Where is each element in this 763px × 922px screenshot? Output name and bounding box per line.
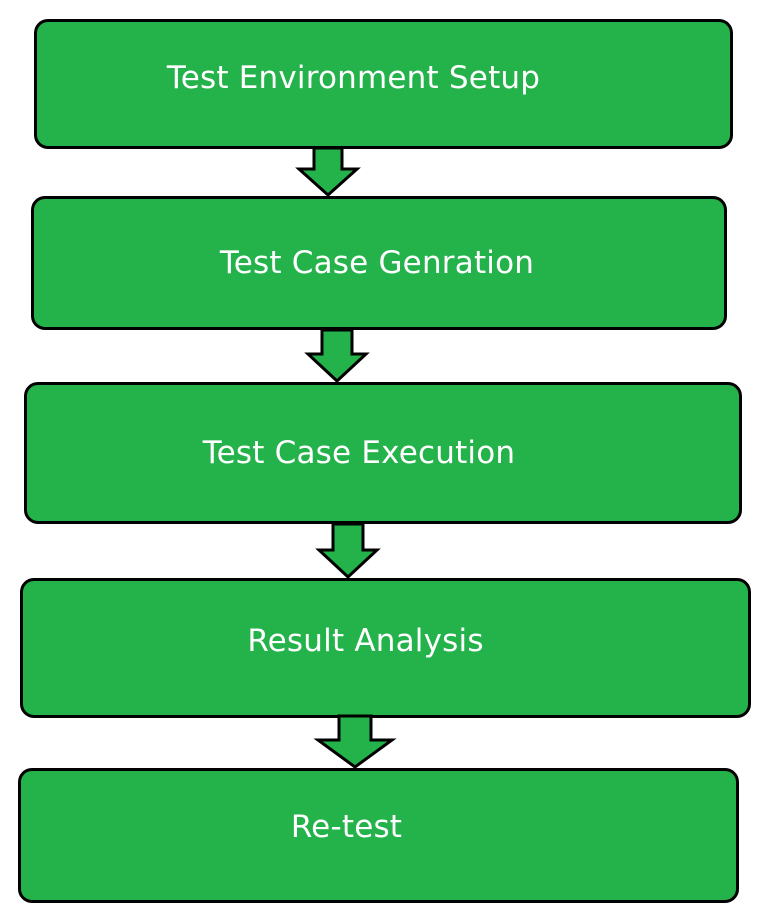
step-re-test: Re-test bbox=[18, 768, 739, 903]
arrow-down-icon bbox=[304, 328, 370, 384]
arrow-down-icon bbox=[295, 146, 361, 198]
step-label: Re-test bbox=[290, 809, 403, 845]
step-label: Test Case Execution bbox=[202, 435, 516, 471]
step-label: Result Analysis bbox=[247, 623, 484, 659]
step-label: Test Environment Setup bbox=[166, 60, 541, 96]
step-result-analysis: Result Analysis bbox=[20, 578, 751, 718]
step-test-case-generation: Test Case Genration bbox=[31, 196, 727, 330]
step-test-case-execution: Test Case Execution bbox=[24, 382, 742, 524]
arrow-down-icon bbox=[315, 522, 381, 580]
arrow-down-icon bbox=[313, 714, 397, 769]
step-test-environment-setup: Test Environment Setup bbox=[34, 19, 733, 149]
step-label: Test Case Genration bbox=[219, 245, 535, 281]
